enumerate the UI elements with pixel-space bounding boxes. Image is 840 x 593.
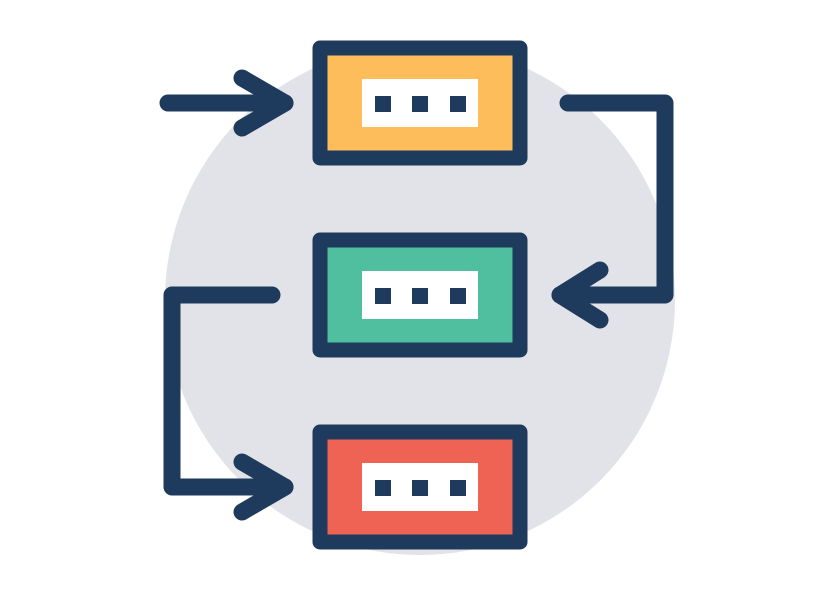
ellipsis-dot xyxy=(412,96,428,112)
ellipsis-dot xyxy=(375,96,391,112)
ellipsis-icon xyxy=(375,96,466,112)
box-bottom-frame xyxy=(312,424,528,550)
right-loop-arrow xyxy=(551,94,674,329)
box-middle xyxy=(312,232,528,358)
box-bottom xyxy=(312,424,528,550)
box-top xyxy=(312,40,528,166)
ellipsis-dot xyxy=(412,480,428,496)
ellipsis-icon xyxy=(375,288,466,304)
ellipsis-dot xyxy=(450,96,466,112)
ellipsis-dot xyxy=(375,288,391,304)
connectors xyxy=(159,69,674,521)
ellipsis-dot xyxy=(412,288,428,304)
ellipsis-icon xyxy=(375,480,466,496)
ellipsis-dot xyxy=(375,480,391,496)
left-loop-arrow xyxy=(163,286,294,521)
ellipsis-dot xyxy=(450,288,466,304)
ellipsis-dot xyxy=(450,480,466,496)
process-boxes xyxy=(312,40,528,550)
entry-arrow xyxy=(159,69,294,137)
